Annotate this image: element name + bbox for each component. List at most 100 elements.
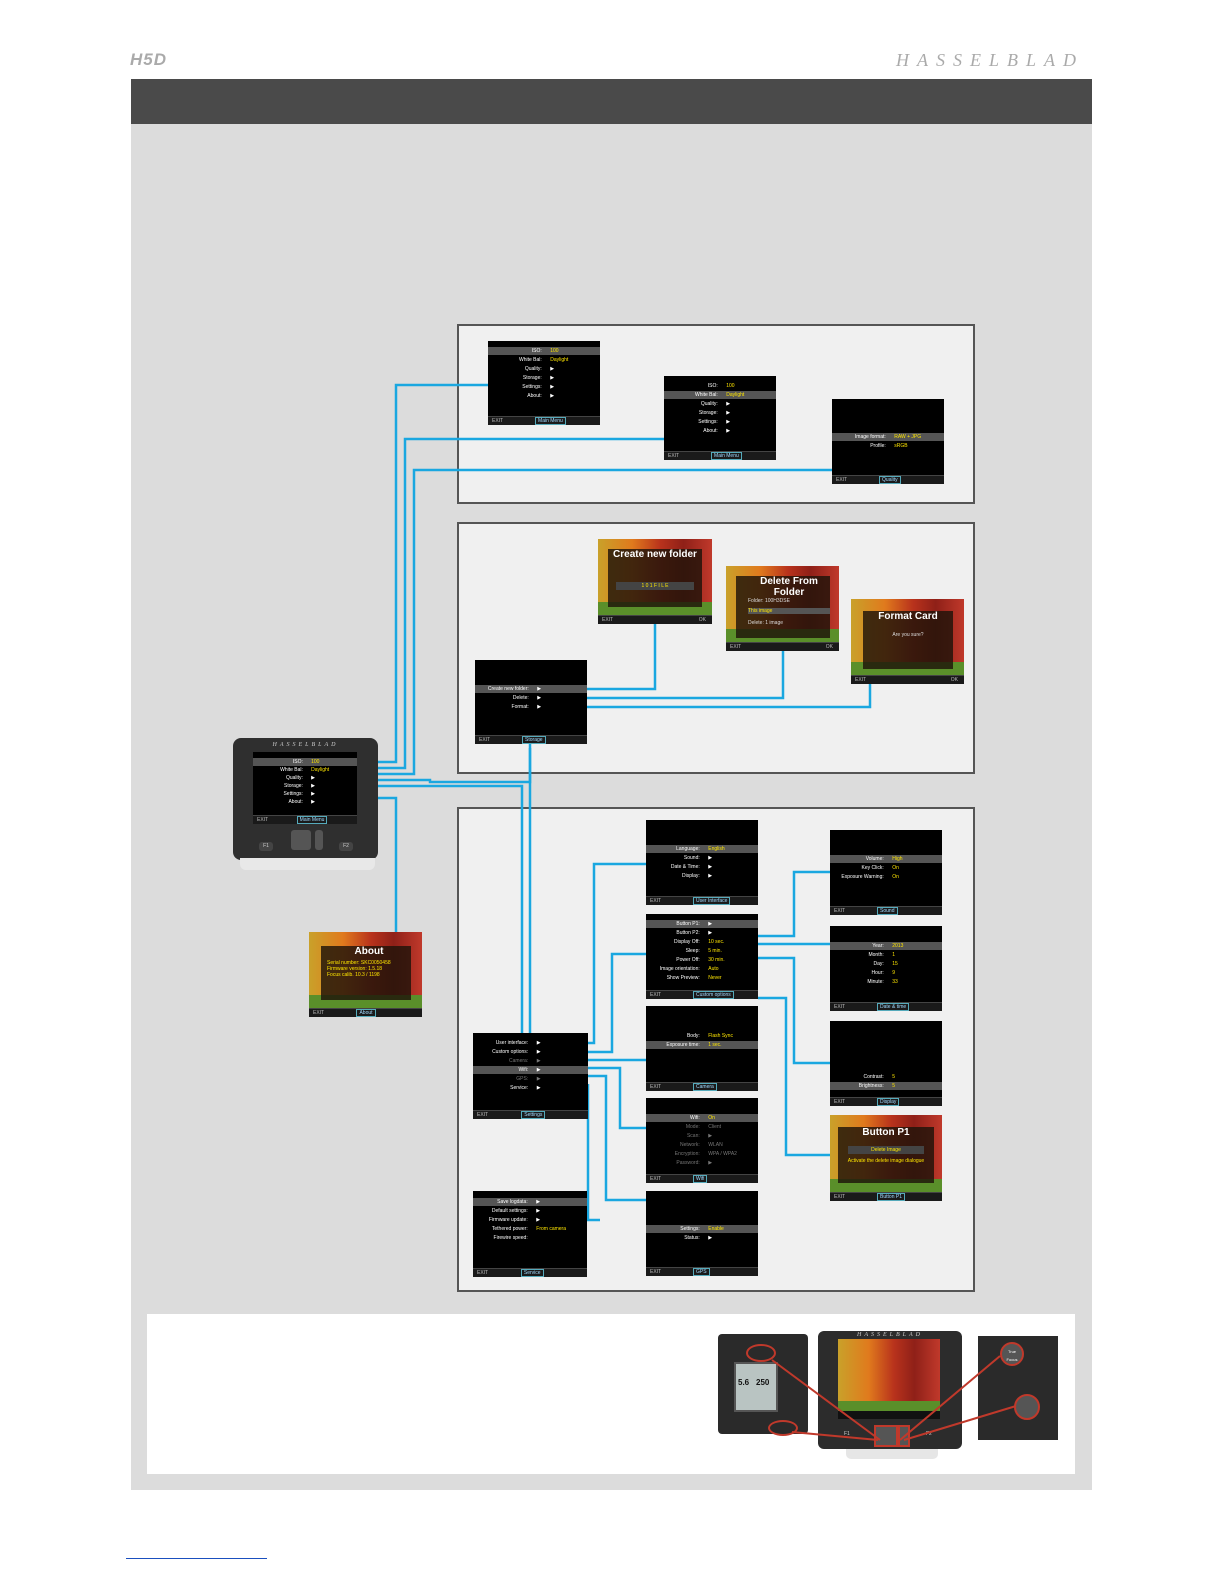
menu-row[interactable]: Quality:▶ bbox=[700, 401, 731, 407]
camera-brand: HASSELBLAD bbox=[857, 1332, 923, 1338]
menu-row[interactable]: Exposure Warning:On bbox=[841, 874, 899, 880]
menu-row[interactable]: Display Off:10 sec. bbox=[674, 939, 725, 945]
menu-row[interactable]: Key Click:On bbox=[861, 865, 899, 871]
menu-row[interactable]: Save logdata:▶ bbox=[473, 1198, 587, 1206]
menu-row[interactable]: Date & Time:▶ bbox=[670, 864, 713, 870]
menu-row[interactable]: White Bal:Daylight bbox=[518, 357, 569, 363]
menu-row[interactable]: Power Off:30 min. bbox=[676, 957, 725, 963]
menu-row[interactable]: Settings:▶ bbox=[698, 419, 731, 425]
menu-row[interactable]: ISO:100 bbox=[707, 383, 735, 389]
menu-row[interactable]: Wifi:▶ bbox=[473, 1066, 588, 1074]
menu-row[interactable]: Create new folder:▶ bbox=[475, 685, 587, 693]
menu-row[interactable]: ISO:100 bbox=[488, 347, 600, 355]
menu-row[interactable]: Button P1:▶ bbox=[646, 920, 758, 928]
menu-row[interactable]: Password:▶ bbox=[676, 1160, 713, 1166]
menu-row[interactable]: White Bal:Daylight bbox=[664, 391, 776, 399]
menu-row[interactable]: Settings:Enable bbox=[646, 1225, 758, 1233]
menu-row[interactable]: ISO:100 bbox=[253, 758, 357, 766]
p1-function-field[interactable]: Delete Image bbox=[848, 1146, 924, 1154]
menu-row[interactable]: Profile:sRGB bbox=[870, 443, 908, 449]
dialog-line[interactable]: This image bbox=[748, 608, 830, 614]
menu-row[interactable]: GPS:▶ bbox=[516, 1076, 541, 1082]
menu-row[interactable]: Sleep:5 min. bbox=[685, 948, 722, 954]
menu-row[interactable]: Show Preview:Never bbox=[666, 975, 722, 981]
about-dialog: About Serial number: SKC0050458 Firmware… bbox=[321, 946, 411, 1000]
menu-row[interactable]: Mode:Client bbox=[685, 1124, 722, 1130]
menu-row[interactable]: Firewire speed: bbox=[493, 1235, 528, 1241]
grip-aperture: 5.6 bbox=[738, 1378, 750, 1387]
menu-row[interactable]: Contrast:5 bbox=[863, 1074, 896, 1080]
about-line: Firmware version: 1.5.18 bbox=[327, 966, 383, 972]
af-button bbox=[1014, 1394, 1040, 1420]
menu-row[interactable]: About:▶ bbox=[703, 428, 731, 434]
menu-row[interactable]: Month:1 bbox=[868, 952, 896, 958]
menu-row[interactable]: Language:English bbox=[646, 845, 758, 853]
menu-row[interactable]: Minute:33 bbox=[867, 979, 898, 985]
menu-row[interactable]: Encryption:WPA / WPA2 bbox=[674, 1151, 737, 1157]
menu-row[interactable]: About:▶ bbox=[288, 799, 315, 805]
menu-row[interactable]: Exposure time:1 sec. bbox=[646, 1041, 758, 1049]
menu-row[interactable]: Camera:▶ bbox=[509, 1058, 541, 1064]
menu-row[interactable]: Service:▶ bbox=[510, 1085, 541, 1091]
h5d-logo: H5D bbox=[130, 50, 168, 69]
menu-row[interactable]: Status:▶ bbox=[684, 1235, 713, 1241]
menu-row[interactable]: Storage:▶ bbox=[284, 783, 315, 789]
grip-photo: 5.6 250 bbox=[718, 1334, 808, 1436]
menu-row[interactable]: Volume:High bbox=[830, 855, 942, 863]
menu-row[interactable]: Day:15 bbox=[873, 961, 898, 967]
menu-row[interactable]: Storage:▶ bbox=[698, 410, 731, 416]
menu-row[interactable]: Sound:▶ bbox=[683, 855, 713, 861]
menu-row[interactable]: Brightness:5 bbox=[830, 1082, 942, 1090]
menu-row[interactable]: Button P2:▶ bbox=[676, 930, 713, 936]
dialog-title: Delete From Folder bbox=[760, 576, 818, 598]
menu-row[interactable]: Scan:▶ bbox=[686, 1133, 713, 1139]
menu-row[interactable]: Wifi:On bbox=[646, 1114, 758, 1122]
menu-row[interactable]: Year:2013 bbox=[830, 942, 942, 950]
scroll-wheel[interactable] bbox=[315, 830, 323, 850]
f2-button[interactable]: F2 bbox=[339, 842, 353, 851]
menu-row[interactable]: Quality:▶ bbox=[285, 775, 315, 781]
menu-row[interactable]: Quality:▶ bbox=[524, 366, 555, 372]
service-screen: Save logdata:▶ Default settings:▶ Firmwa… bbox=[473, 1191, 587, 1277]
menu-row[interactable]: Default settings:▶ bbox=[491, 1208, 541, 1214]
menu-row[interactable]: Firmware update:▶ bbox=[488, 1217, 541, 1223]
camera-base bbox=[240, 858, 375, 870]
navigation-button[interactable] bbox=[291, 830, 311, 850]
menu-row[interactable]: Tethered power:From camera bbox=[491, 1226, 566, 1232]
menu-row[interactable]: Display:▶ bbox=[681, 873, 713, 879]
menu-row[interactable]: Network:WLAN bbox=[680, 1142, 723, 1148]
folder-name-field[interactable]: 1 0 1 F I L E bbox=[616, 582, 694, 590]
sound-screen: Volume:High Key Click:On Exposure Warnin… bbox=[830, 830, 942, 915]
about-screen: About Serial number: SKC0050458 Firmware… bbox=[309, 932, 422, 1017]
menu-row[interactable]: Hour:9 bbox=[871, 970, 896, 976]
menu-row[interactable]: Settings:▶ bbox=[522, 384, 555, 390]
menu-row[interactable]: Format:▶ bbox=[511, 704, 542, 710]
section-banner bbox=[131, 79, 1092, 124]
menu-row[interactable]: Body:Flash Sync bbox=[686, 1033, 733, 1039]
menu-row[interactable]: Delete:▶ bbox=[512, 695, 542, 701]
menu-row[interactable]: Storage:▶ bbox=[522, 375, 555, 381]
true-focus-button: True Focus bbox=[1000, 1342, 1024, 1366]
wifi-screen: Wifi:On Mode:Client Scan:▶ Network:WLAN … bbox=[646, 1098, 758, 1183]
menu-row[interactable]: Settings:▶ bbox=[283, 791, 315, 797]
menu-row[interactable]: Image orientation:Auto bbox=[659, 966, 719, 972]
menu-row[interactable]: Custom options:▶ bbox=[492, 1049, 541, 1055]
menu-row[interactable]: Image format:RAW + JPG bbox=[832, 433, 944, 441]
f1-button[interactable]: F1 bbox=[259, 842, 273, 851]
menu-row[interactable]: User interface:▶ bbox=[495, 1040, 541, 1046]
menu-row[interactable]: About:▶ bbox=[527, 393, 555, 399]
delete-folder-screen: Delete From Folder Folder: 100H3DSE This… bbox=[726, 566, 839, 651]
menu-row[interactable]: White Bal:Daylight bbox=[280, 767, 330, 773]
main-menu-screen: ISO:100 White Bal:Daylight Quality:▶ Sto… bbox=[488, 341, 600, 425]
